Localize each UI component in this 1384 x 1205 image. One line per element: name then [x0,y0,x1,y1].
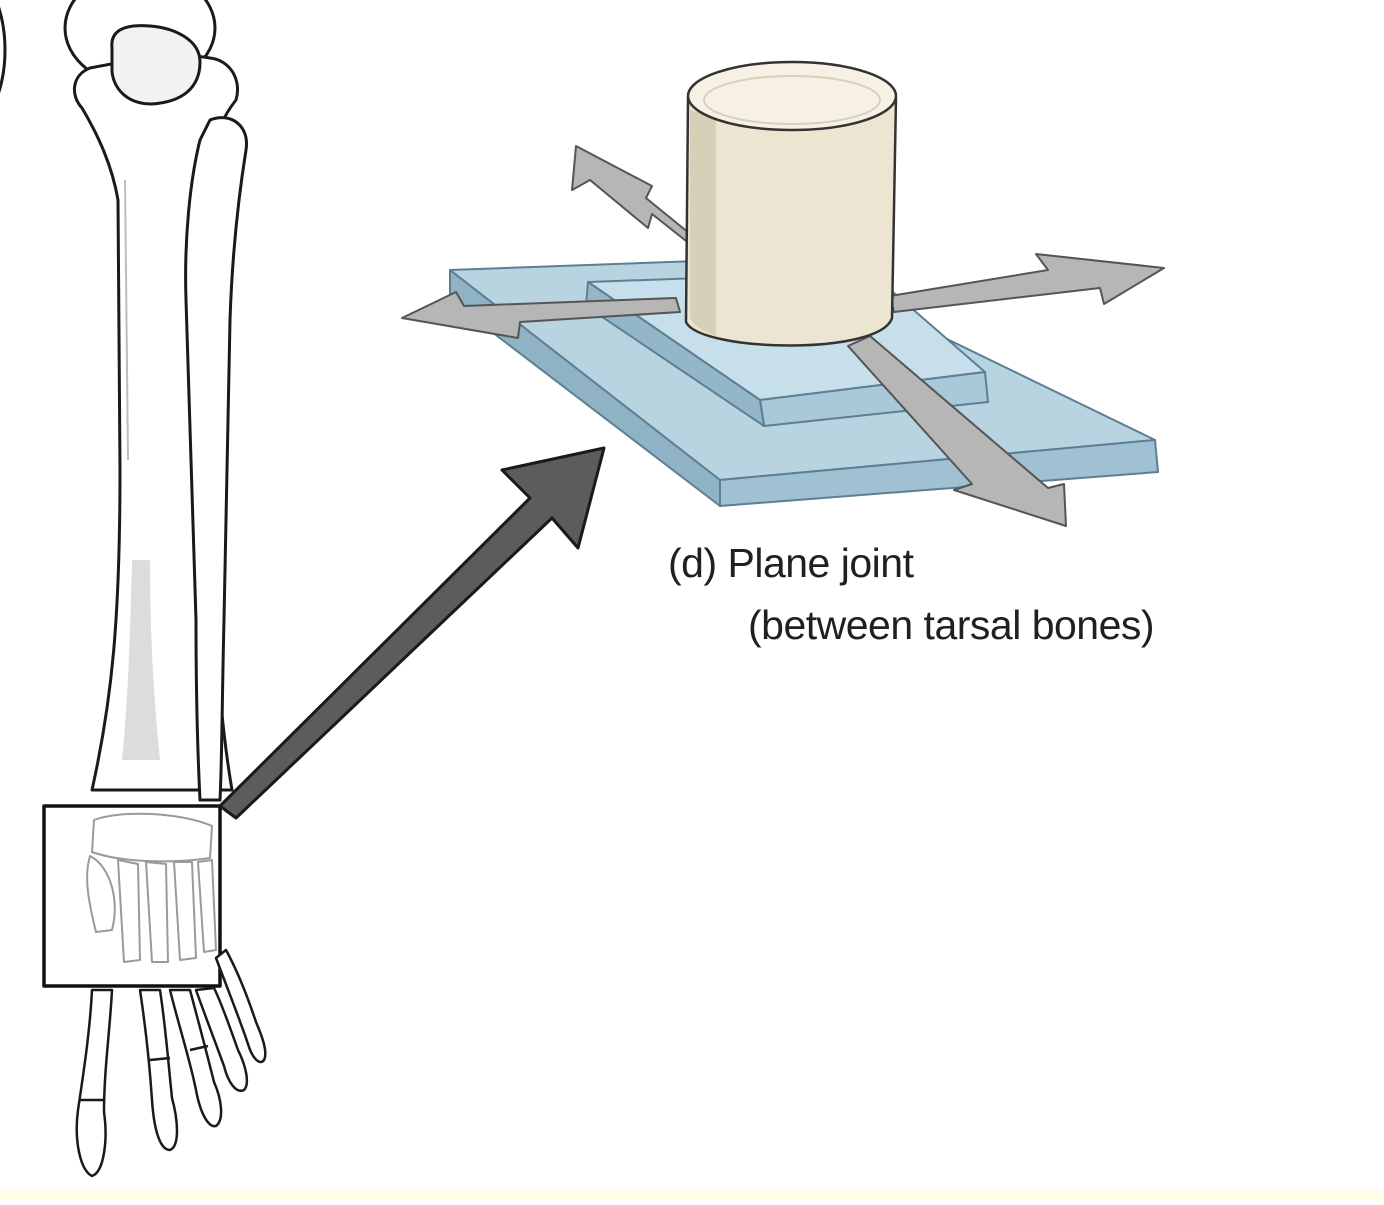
cylinder-shade [690,110,716,336]
motion-arrow-left [401,291,681,339]
caption-line-2: (between tarsal bones) [748,602,1155,648]
motion-arrow-back-left [571,145,701,253]
leg-skeleton-icon [0,0,267,1178]
bottom-strip [0,1190,1384,1200]
cylinder-body [684,96,898,347]
tarsal-bones [86,812,217,963]
tibia-line [124,179,129,461]
cylinder-top [686,60,898,132]
tarsal-inset-box [42,804,222,988]
cylinder-rim [703,75,881,125]
motion-arrow-front-right [847,335,1067,527]
tibia-shade [122,560,160,760]
top-plate-left [585,281,765,427]
partial-bone-edge [0,6,7,94]
caption-line-1: (d) Plane joint [668,540,914,586]
foot-phalanges [75,948,267,1178]
motion-arrow-right [889,253,1165,313]
pointer-arrow-icon [218,446,606,820]
plane-joint-model-icon [401,60,1165,527]
fibula-bone [184,116,248,802]
patella-bone [110,24,202,106]
